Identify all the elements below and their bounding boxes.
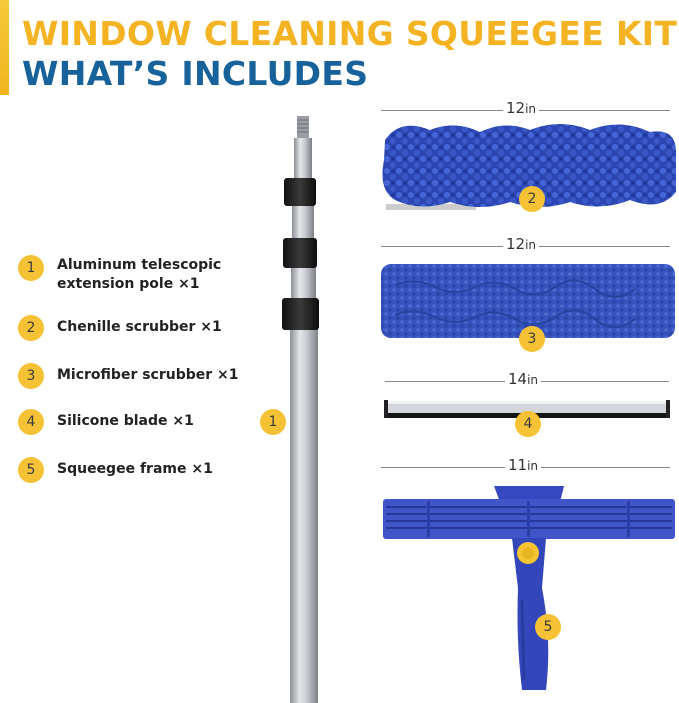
list-item-microfiber: Microfiber scrubber ×1 xyxy=(57,367,239,383)
dimension-chenille: 12in xyxy=(503,99,540,117)
dimension-microfiber-value: 12 xyxy=(506,235,526,253)
dimension-frame: 11in xyxy=(505,456,542,474)
dimension-chenille-unit: in xyxy=(525,102,537,116)
chenille-scrubber xyxy=(382,124,676,210)
pole-segment-1 xyxy=(294,138,312,180)
callout-badge-4: 4 xyxy=(515,411,541,437)
list-item-frame: Squeegee frame ×1 xyxy=(57,461,213,477)
title-line2: WHAT’S INCLUDES xyxy=(22,54,369,93)
dimension-blade: 14in xyxy=(505,370,542,388)
list-badge-4: 4 xyxy=(18,409,44,435)
list-item-pole-line1: Aluminum telescopic xyxy=(57,257,222,273)
corner-accent xyxy=(0,0,9,95)
callout-badge-1: 1 xyxy=(260,409,286,435)
dimension-frame-unit: in xyxy=(527,459,539,473)
list-badge-5: 5 xyxy=(18,457,44,483)
pole-thread-tip xyxy=(297,116,309,138)
list-item-blade: Silicone blade ×1 xyxy=(57,413,194,429)
dimension-microfiber-unit: in xyxy=(525,238,537,252)
dimension-chenille-value: 12 xyxy=(506,99,526,117)
pole-clamp-3 xyxy=(282,298,319,330)
squeegee-frame xyxy=(383,486,675,690)
dimension-frame-value: 11 xyxy=(508,456,528,474)
pole-segment-4 xyxy=(290,300,318,703)
callout-badge-2: 2 xyxy=(519,186,545,212)
dimension-blade-value: 14 xyxy=(508,370,528,388)
pole-clamp-2 xyxy=(283,238,317,268)
title-line1: WINDOW CLEANING SQUEEGEE KIT xyxy=(22,14,678,53)
dimension-microfiber: 12in xyxy=(503,235,540,253)
dimension-blade-unit: in xyxy=(527,373,539,387)
list-item-pole: Aluminum telescopic extension pole ×1 xyxy=(57,256,221,294)
pole-clamp-1 xyxy=(284,178,316,206)
callout-badge-3: 3 xyxy=(519,326,545,352)
list-badge-2: 2 xyxy=(18,315,44,341)
callout-badge-5: 5 xyxy=(535,614,561,640)
extension-pole xyxy=(282,116,319,703)
list-badge-3: 3 xyxy=(18,363,44,389)
microfiber-scrubber xyxy=(381,264,675,338)
list-item-chenille: Chenille scrubber ×1 xyxy=(57,319,222,335)
list-item-pole-line2: extension pole ×1 xyxy=(57,276,200,292)
list-badge-1: 1 xyxy=(18,255,44,281)
